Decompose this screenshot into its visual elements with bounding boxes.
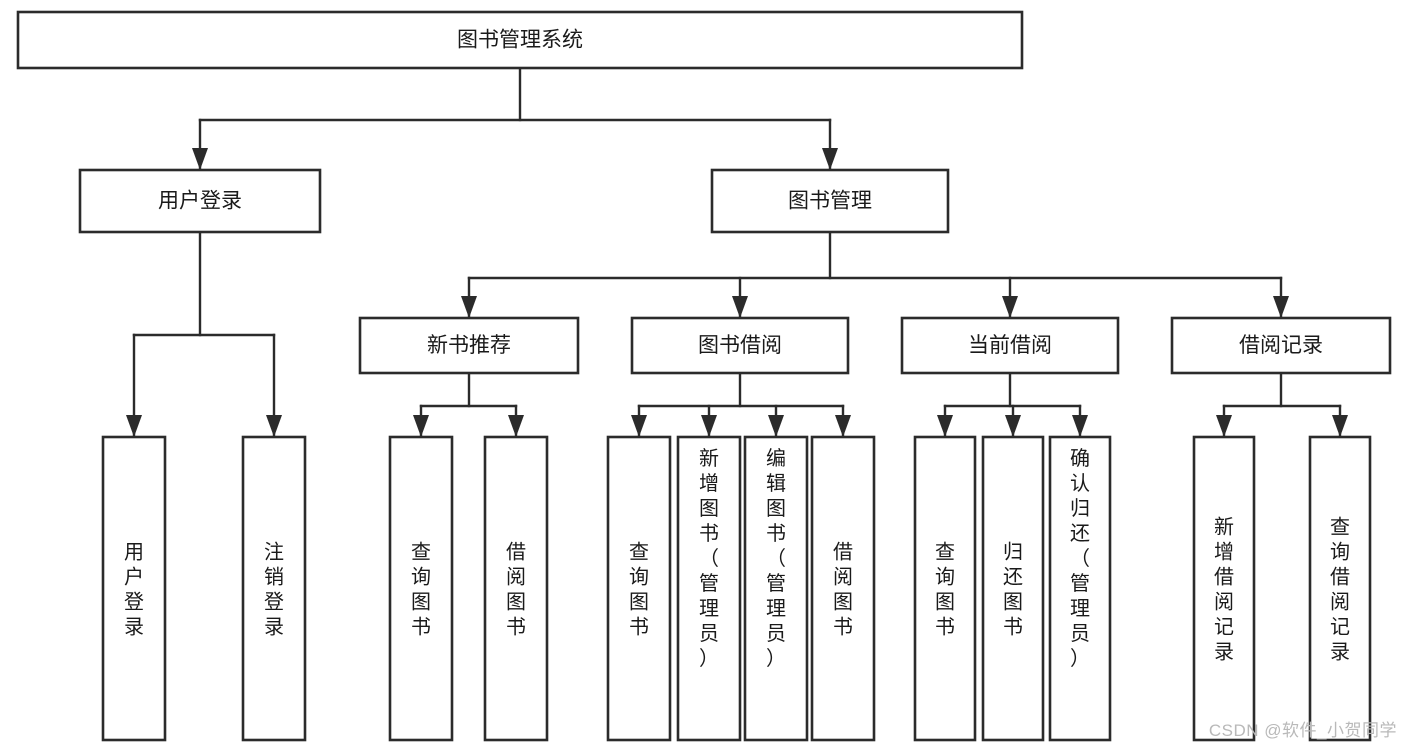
node-root[interactable]: 图书管理系统	[16, 10, 1024, 70]
node-leaf-confirm-return-label: 确认归还（管理员）	[1070, 447, 1090, 670]
node-leaf-borrow-book-recommend[interactable]: 借阅图书	[483, 435, 549, 742]
node-book-management-box[interactable]	[710, 168, 950, 234]
node-leaf-add-book-label: 新增图书（管理员）	[699, 447, 719, 670]
node-current-borrow[interactable]: 当前借阅	[900, 316, 1120, 375]
node-user-login[interactable]: 用户登录	[78, 168, 322, 234]
node-leaf-borrow-book-box[interactable]	[810, 435, 876, 742]
node-new-book-recommend[interactable]: 新书推荐	[358, 316, 580, 375]
node-leaf-borrow-book-recommend-box[interactable]	[483, 435, 549, 742]
node-leaf-query-book-current-label: 查询图书	[935, 541, 955, 639]
node-leaf-query-book-recommend-box[interactable]	[388, 435, 454, 742]
arrow-head-icon	[192, 148, 208, 170]
node-leaf-query-borrow-record-box[interactable]	[1308, 435, 1372, 742]
arrow-head-icon	[1002, 296, 1018, 318]
node-user-login-label: 用户登录	[158, 190, 242, 213]
node-leaf-user-login[interactable]: 用户登录	[101, 435, 167, 742]
arrow-head-icon	[266, 415, 282, 437]
node-leaf-add-borrow-record-box[interactable]	[1192, 435, 1256, 742]
node-leaf-edit-book-box[interactable]	[743, 435, 809, 742]
node-leaf-query-book-borrow-label: 查询图书	[629, 541, 649, 639]
node-leaf-add-borrow-record[interactable]: 新增借阅记录	[1192, 435, 1256, 742]
node-leaf-query-book-borrow[interactable]: 查询图书	[606, 435, 672, 742]
node-new-book-recommend-label: 新书推荐	[427, 334, 511, 357]
node-leaf-query-book-recommend[interactable]: 查询图书	[388, 435, 454, 742]
node-leaf-user-logout-label: 注销登录	[264, 541, 284, 639]
node-leaf-confirm-return[interactable]: 确认归还（管理员）	[1048, 435, 1112, 742]
node-leaf-confirm-return-box[interactable]	[1048, 435, 1112, 742]
node-layer: 图书管理系统用户登录图书管理新书推荐图书借阅当前借阅借阅记录用户登录注销登录查询…	[16, 10, 1392, 742]
arrow-head-icon	[701, 415, 717, 437]
node-leaf-query-book-recommend-label: 查询图书	[411, 541, 431, 639]
node-book-management-label: 图书管理	[788, 190, 872, 213]
node-leaf-query-book-borrow-box[interactable]	[606, 435, 672, 742]
arrow-head-icon	[1216, 415, 1232, 437]
node-book-management[interactable]: 图书管理	[710, 168, 950, 234]
arrow-head-icon	[631, 415, 647, 437]
node-user-login-box[interactable]	[78, 168, 322, 234]
node-leaf-borrow-book-recommend-label: 借阅图书	[506, 541, 526, 639]
node-leaf-query-book-current-box[interactable]	[913, 435, 977, 742]
arrow-head-icon	[768, 415, 784, 437]
node-leaf-user-login-label: 用户登录	[124, 542, 144, 639]
arrow-head-icon	[937, 415, 953, 437]
arrow-head-icon	[1072, 415, 1088, 437]
connector-layer	[126, 66, 1348, 439]
node-leaf-edit-book-label: 编辑图书（管理员）	[766, 447, 786, 670]
node-book-borrow-label: 图书借阅	[698, 334, 782, 357]
arrow-head-icon	[732, 296, 748, 318]
node-root-label: 图书管理系统	[457, 29, 583, 52]
node-book-borrow[interactable]: 图书借阅	[630, 316, 850, 375]
node-current-borrow-label: 当前借阅	[968, 334, 1052, 357]
node-book-borrow-box[interactable]	[630, 316, 850, 375]
node-borrow-record-label: 借阅记录	[1239, 334, 1323, 357]
node-leaf-user-login-box[interactable]	[101, 435, 167, 742]
node-new-book-recommend-box[interactable]	[358, 316, 580, 375]
node-leaf-borrow-book[interactable]: 借阅图书	[810, 435, 876, 742]
node-leaf-add-book-box[interactable]	[676, 435, 742, 742]
arrow-head-icon	[461, 296, 477, 318]
node-leaf-edit-book[interactable]: 编辑图书（管理员）	[743, 435, 809, 742]
node-leaf-query-book-current[interactable]: 查询图书	[913, 435, 977, 742]
node-leaf-query-borrow-record-label: 查询借阅记录	[1330, 516, 1350, 664]
node-leaf-query-borrow-record[interactable]: 查询借阅记录	[1308, 435, 1372, 742]
node-leaf-return-book-label: 归还图书	[1003, 541, 1023, 639]
node-leaf-user-logout[interactable]: 注销登录	[241, 435, 307, 742]
arrow-head-icon	[126, 415, 142, 437]
node-root-box[interactable]	[16, 10, 1024, 70]
node-leaf-borrow-book-label: 借阅图书	[833, 541, 853, 639]
arrow-head-icon	[822, 148, 838, 170]
node-leaf-return-book-box[interactable]	[981, 435, 1045, 742]
arrow-head-icon	[1332, 415, 1348, 437]
arrow-head-icon	[1273, 296, 1289, 318]
node-leaf-user-logout-box[interactable]	[241, 435, 307, 742]
node-current-borrow-box[interactable]	[900, 316, 1120, 375]
node-leaf-add-borrow-record-label: 新增借阅记录	[1214, 516, 1234, 664]
node-borrow-record-box[interactable]	[1170, 316, 1392, 375]
arrow-head-icon	[413, 415, 429, 437]
node-leaf-add-book[interactable]: 新增图书（管理员）	[676, 435, 742, 742]
arrow-head-icon	[508, 415, 524, 437]
watermark-text: CSDN @软件_小贺同学	[1208, 721, 1397, 740]
arrow-head-icon	[835, 415, 851, 437]
arrow-head-icon	[1005, 415, 1021, 437]
node-leaf-return-book[interactable]: 归还图书	[981, 435, 1045, 742]
node-borrow-record[interactable]: 借阅记录	[1170, 316, 1392, 375]
